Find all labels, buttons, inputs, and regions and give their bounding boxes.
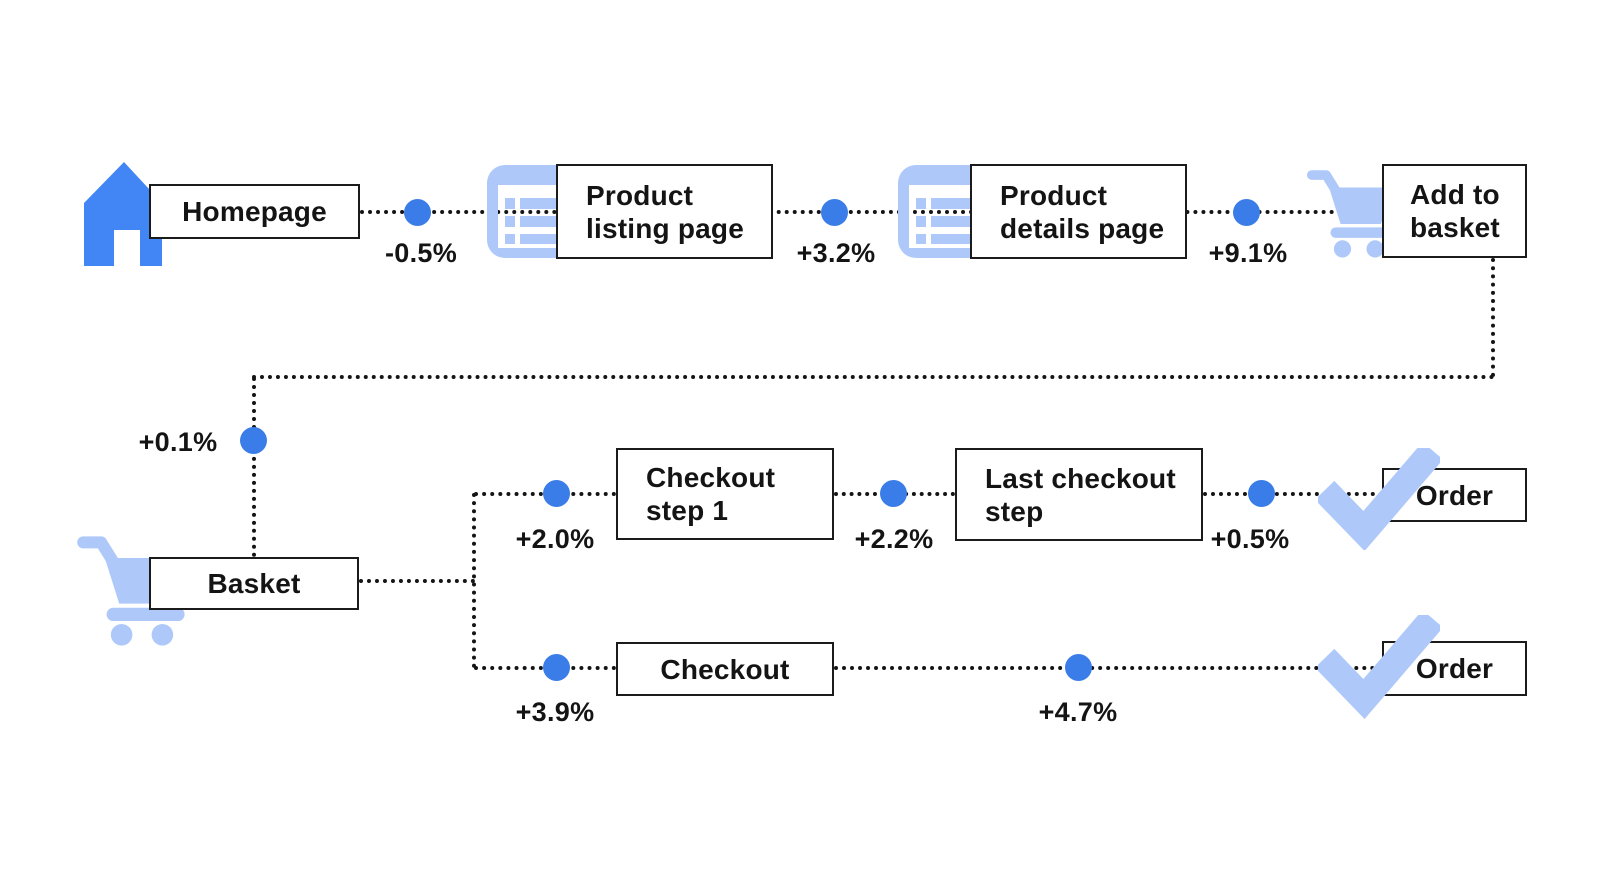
cart-icon	[1306, 163, 1402, 260]
node-label: Order	[1415, 479, 1494, 511]
delta-label: +3.2%	[796, 238, 876, 268]
connector-addbasket-drop	[1491, 258, 1495, 377]
node-checkout-step-1: Checkout step 1	[616, 448, 834, 540]
node-basket: Basket	[149, 557, 359, 610]
delta-label: +9.1%	[1208, 238, 1288, 268]
flow-dot	[240, 427, 267, 454]
flow-dot	[1248, 480, 1275, 507]
node-label: Checkout	[646, 462, 776, 493]
connector-basket-drop	[252, 377, 256, 557]
flow-dot	[880, 480, 907, 507]
node-label: Checkout	[660, 653, 790, 685]
node-label: Add to	[1410, 179, 1500, 210]
flow-dot	[543, 480, 570, 507]
flow-dot	[1233, 199, 1260, 226]
node-checkout: Checkout	[616, 642, 834, 696]
node-label: basket	[1410, 212, 1500, 243]
connector-top-row	[360, 210, 1383, 214]
node-label: listing page	[586, 212, 744, 244]
node-label: Last checkout	[985, 462, 1176, 494]
home-icon	[76, 158, 170, 266]
flow-dot	[821, 199, 848, 226]
connector-basket-right	[359, 579, 475, 583]
connector-branch-top-c	[1203, 492, 1383, 496]
delta-label: +2.2%	[854, 524, 934, 554]
delta-label: +0.1%	[138, 427, 218, 457]
node-label: Homepage	[182, 196, 327, 227]
node-add-to-basket: Add to basket	[1382, 164, 1527, 258]
connector-branch-vertical	[472, 493, 476, 668]
check-icon	[1318, 448, 1440, 550]
node-product-details-page: Product details page	[970, 164, 1187, 259]
delta-label: +0.5%	[1210, 524, 1290, 554]
node-label: Basket	[207, 568, 301, 599]
delta-label: +2.0%	[515, 524, 595, 554]
node-homepage: Homepage	[149, 184, 360, 239]
node-label: Order	[1415, 653, 1494, 684]
delta-label: +4.7%	[1038, 697, 1118, 727]
connector-return-horizontal	[252, 375, 1495, 379]
flow-dot	[404, 199, 431, 226]
node-label: step 1	[646, 495, 729, 526]
delta-label: -0.5%	[384, 238, 458, 268]
node-label: Product	[586, 179, 694, 211]
connector-branch-bottom-b	[834, 666, 1383, 670]
node-label: details page	[1000, 212, 1165, 244]
flow-dot	[543, 654, 570, 681]
flow-dot	[1065, 654, 1092, 681]
node-label: step	[985, 495, 1044, 527]
check-icon	[1318, 615, 1440, 719]
node-product-listing-page: Product listing page	[556, 164, 773, 259]
delta-label: +3.9%	[515, 697, 595, 727]
node-label: Product	[1000, 179, 1108, 211]
node-last-checkout-step: Last checkout step	[955, 448, 1203, 541]
